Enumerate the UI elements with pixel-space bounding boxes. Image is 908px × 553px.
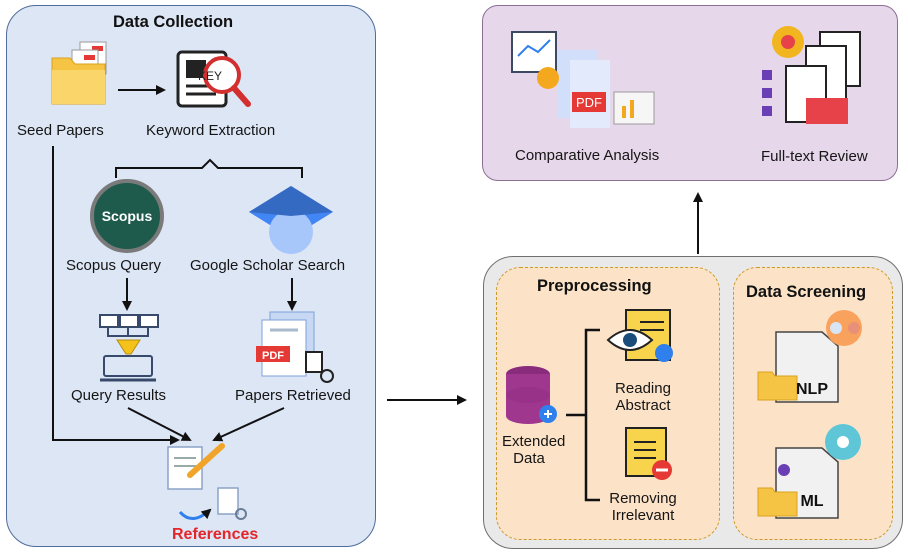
seed-papers-label: Seed Papers bbox=[17, 122, 104, 139]
arrow-query-to-references bbox=[127, 407, 192, 441]
removing-irrelevant-label: Removing Irrelevant bbox=[606, 490, 680, 524]
nlp-document-icon bbox=[757, 310, 862, 403]
reading-abstract-line-2: Abstract bbox=[615, 397, 671, 414]
database-funnel-icon bbox=[99, 314, 159, 382]
comparative-analysis-label: Comparative Analysis bbox=[515, 147, 660, 164]
key-icon-text: KEY bbox=[198, 69, 222, 83]
folder-icon bbox=[51, 41, 107, 105]
references-label: References bbox=[172, 526, 259, 543]
nlp-label: NLP bbox=[796, 381, 828, 398]
bracket-connector bbox=[566, 328, 600, 502]
reading-abstract-label: Reading Abstract bbox=[610, 380, 676, 414]
scholar-cap-icon bbox=[249, 186, 333, 254]
keyword-extraction-label: Keyword Extraction bbox=[146, 122, 276, 139]
pdf-icon-text: PDF bbox=[262, 350, 284, 362]
eye-document-icon bbox=[606, 309, 673, 362]
data-collection-title: Data Collection bbox=[113, 13, 234, 31]
arrow-seed-to-references bbox=[52, 146, 180, 445]
ml-document-icon bbox=[757, 424, 861, 519]
references-icon bbox=[167, 443, 247, 520]
chart-report-icon bbox=[511, 31, 655, 128]
remove-document-icon bbox=[625, 427, 672, 480]
papers-retrieved-label: Papers Retrieved bbox=[235, 387, 351, 404]
pdf-icon-text-2: PDF bbox=[576, 95, 602, 110]
removing-irrelevant-line-1: Removing bbox=[609, 490, 677, 507]
documents-review-icon bbox=[762, 26, 861, 124]
arrow-papers-to-references bbox=[212, 407, 285, 442]
extended-data-line-1: Extended bbox=[502, 433, 566, 450]
preprocessing-title: Preprocessing bbox=[537, 277, 652, 295]
scopus-query-label: Scopus Query bbox=[66, 257, 162, 274]
pdf-search-icon bbox=[256, 311, 334, 383]
brace-keyword bbox=[115, 158, 303, 178]
reading-abstract-line-1: Reading bbox=[615, 380, 671, 397]
removing-irrelevant-line-2: Irrelevant bbox=[611, 507, 675, 524]
key-magnifier-icon bbox=[176, 50, 251, 108]
database-icon bbox=[506, 366, 557, 424]
extended-data-label: Extended Data bbox=[502, 433, 566, 467]
scopus-icon-text: Scopus bbox=[102, 208, 153, 224]
scopus-icon bbox=[90, 179, 164, 253]
extended-data-line-2: Data bbox=[513, 450, 545, 467]
ml-label: ML bbox=[800, 493, 823, 510]
google-scholar-search-label: Google Scholar Search bbox=[190, 257, 346, 274]
full-text-review-label: Full-text Review bbox=[761, 148, 868, 165]
data-screening-title: Data Screening bbox=[746, 283, 867, 301]
query-results-label: Query Results bbox=[71, 387, 167, 404]
